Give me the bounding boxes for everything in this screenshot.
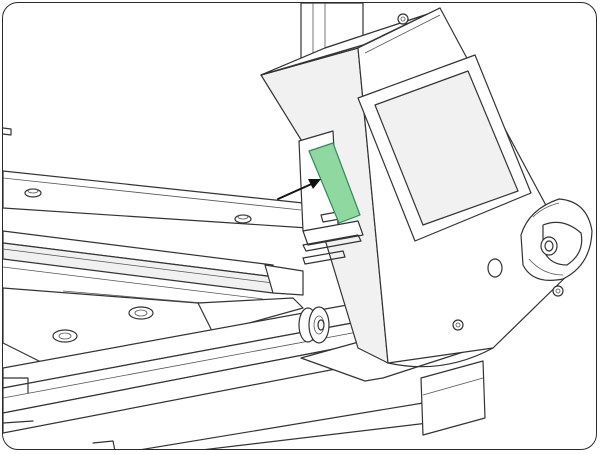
screw-head <box>52 329 78 343</box>
port-hole <box>487 258 503 278</box>
rotary-knob <box>520 198 593 281</box>
idler-wheel <box>298 306 330 344</box>
linear-rail <box>3 230 304 300</box>
bed-plate <box>3 127 309 229</box>
lower-frame-rails <box>3 302 429 449</box>
screw-head <box>128 306 154 320</box>
screw-icon <box>452 319 464 331</box>
display-screen <box>374 70 519 226</box>
screw-icon <box>552 285 564 297</box>
diagram-frame <box>2 2 597 450</box>
technical-drawing <box>3 3 593 449</box>
pointer-arrow <box>277 179 321 200</box>
screw-icon <box>397 13 409 25</box>
highlighted-component <box>308 142 361 224</box>
